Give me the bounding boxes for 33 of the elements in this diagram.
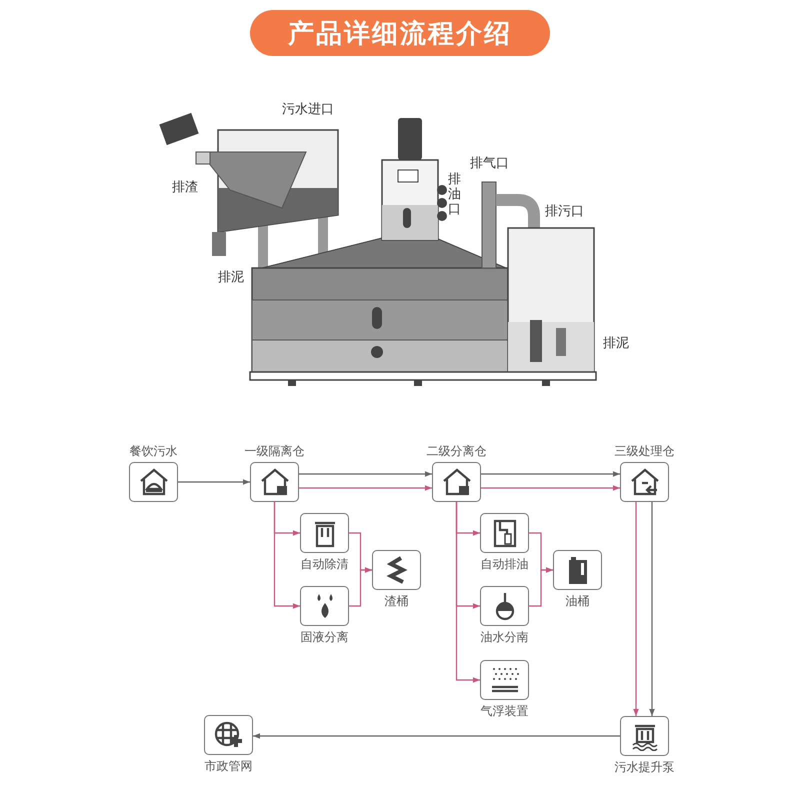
node-label: 渣桶: [384, 593, 410, 610]
node-label: 固液分离: [300, 629, 350, 646]
arrow: [481, 471, 620, 477]
arrow: [349, 567, 372, 607]
part-label: 排泥: [603, 335, 629, 352]
arrow: [178, 479, 250, 485]
node-label: 油水分南: [480, 629, 530, 646]
part-label: 排气口: [470, 155, 509, 172]
part-label: 排泥: [218, 269, 244, 286]
part-label: 排油口: [448, 172, 462, 217]
arrow: [299, 471, 432, 477]
node-label: 自动除清: [300, 556, 350, 573]
arrow: [456, 502, 480, 683]
arrow: [529, 567, 553, 607]
node-label: 二级分离仓: [426, 443, 488, 460]
arrow: [481, 485, 620, 491]
arrow: [253, 733, 620, 739]
node-label: 自动排油: [480, 556, 530, 573]
node-label: 气浮装置: [480, 703, 530, 720]
arrow: [633, 502, 639, 716]
part-label: 污水进口: [282, 101, 334, 118]
part-label: 排渣: [172, 179, 198, 196]
arrow: [649, 502, 655, 716]
arrow: [274, 502, 300, 609]
arrow: [299, 485, 432, 491]
node-label: 三级处理仓: [614, 443, 676, 460]
node-label: 油桶: [564, 593, 590, 610]
node-label: 一级隔离仓: [244, 443, 306, 460]
part-label: 排污口: [545, 203, 584, 220]
node-label: 污水提升泵: [614, 759, 676, 776]
title-banner: 产品详细流程介绍: [250, 10, 550, 56]
node-label: 餐饮污水: [128, 443, 178, 460]
node-label: 市政管网: [204, 758, 254, 775]
